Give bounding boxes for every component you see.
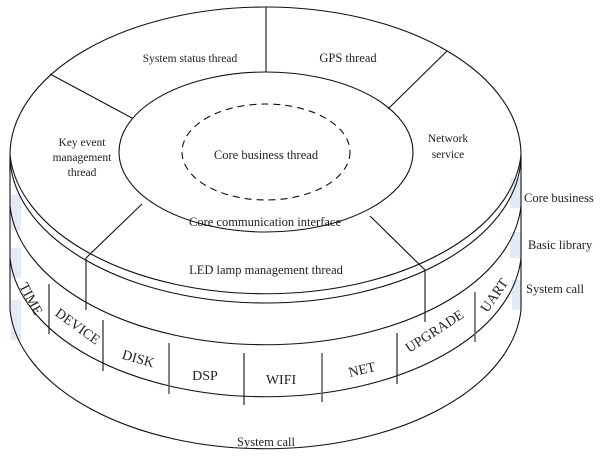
core-communication-label: Core communication interface [189, 215, 341, 229]
top-face-bottom-edge [9, 154, 522, 295]
side-label-system-call: System call [526, 282, 585, 296]
divider-status-key [49, 73, 133, 119]
module-upgrade: UPGRADE [403, 308, 467, 357]
segment-led: LED lamp management thread [189, 263, 344, 277]
cylinder-body [9, 155, 522, 450]
band-right-2 [510, 232, 521, 258]
system-call-edge [9, 257, 522, 398]
band-left-1 [11, 195, 21, 230]
bottom-system-call-label: System call [237, 435, 296, 449]
band-right-3 [512, 280, 521, 310]
segment-key-line1: Key event [59, 137, 107, 149]
basic-library-edge [9, 205, 522, 346]
band-right-1 [510, 178, 521, 208]
divider-led-network [369, 215, 426, 271]
segment-network-line1: Network [428, 133, 468, 145]
module-device: DEVICE [52, 306, 102, 348]
module-net: NET [347, 360, 377, 381]
module-uart: UART [478, 276, 512, 316]
core-business-ellipse [181, 103, 351, 201]
module-wifi: WIFI [266, 373, 297, 388]
band-left-3 [11, 300, 21, 340]
side-bands [11, 178, 521, 340]
core-business-label: Core business thread [214, 148, 319, 162]
side-label-basic-library: Basic library [528, 238, 593, 252]
segment-gps: GPS thread [319, 51, 377, 65]
divider-gps-network [387, 50, 448, 110]
segment-key-line3: thread [68, 167, 97, 179]
side-label-core-business: Core business [524, 191, 594, 205]
segment-key-line2: management [53, 152, 113, 164]
module-dsp: DSP [192, 369, 218, 384]
band-left-2 [11, 248, 21, 278]
module-disk: DISK [120, 348, 156, 371]
segment-network-line2: service [432, 149, 465, 161]
divider-key-led [85, 203, 143, 259]
segment-system-status: System status thread [143, 53, 238, 65]
